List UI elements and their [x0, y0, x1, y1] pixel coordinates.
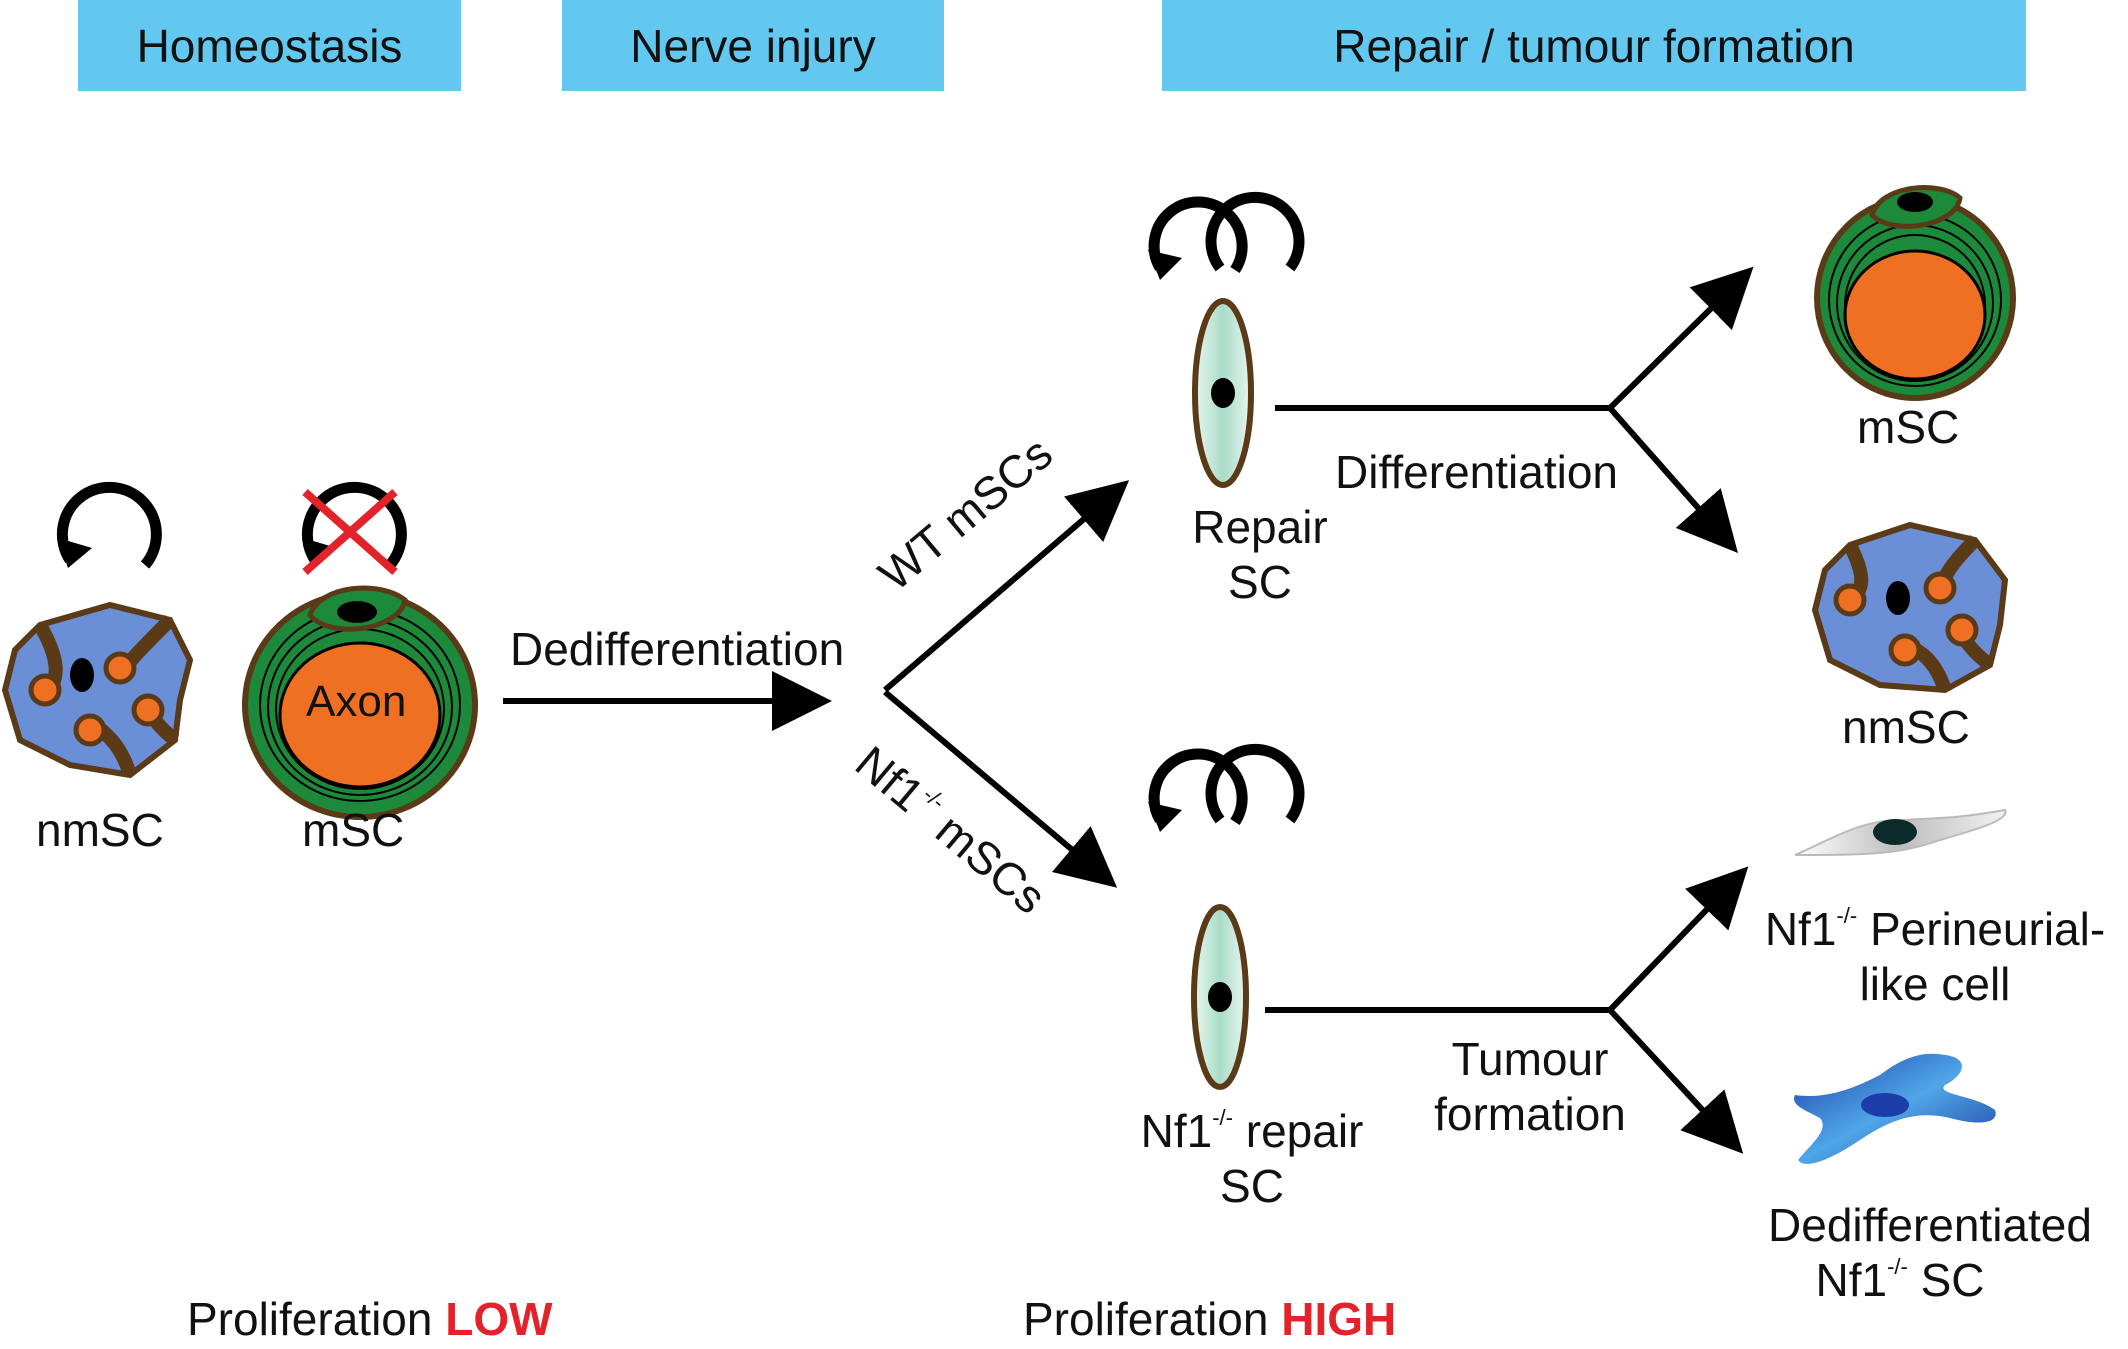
nf1-text: Nf1 — [1815, 1254, 1888, 1307]
cycle-icon-msc-blocked — [301, 481, 407, 575]
header-repair-label: Repair / tumour formation — [1333, 19, 1855, 72]
nf1-superscript: -/- — [1836, 903, 1858, 928]
to-msc-arrow — [1607, 266, 1754, 411]
label-nmsc-left: nmSC — [36, 804, 164, 856]
to-perineurial-arrow — [1607, 866, 1749, 1013]
label-nf1-repair-sc-line2: SC — [1220, 1160, 1284, 1213]
nf1-text: Nf1 — [1764, 903, 1837, 955]
label-perineurial-line2: like cell — [1859, 958, 2011, 1011]
label-tumour-line2: formation — [1434, 1088, 1626, 1141]
proliferation-text: Proliferation — [1023, 1293, 1269, 1345]
header-homeostasis: Homeostasis — [78, 0, 461, 91]
dedifferentiated-nf1-sc-cell — [1794, 1053, 1996, 1164]
label-tumour-line1: Tumour — [1451, 1033, 1609, 1085]
dediff-sc-text: SC — [1907, 1254, 1985, 1307]
proliferation-high-value: HIGH — [1281, 1293, 1397, 1345]
nf1-superscript: -/- — [1212, 1105, 1233, 1130]
repair-sc-cell — [1192, 298, 1254, 488]
nf1-branch-arrow — [883, 689, 1118, 888]
perineurial-text: Perineurial- — [1857, 903, 2106, 955]
header-nerve-injury-label: Nerve injury — [630, 19, 876, 72]
label-repair-sc-line1: Repair — [1192, 501, 1328, 553]
nf1-repair-text: repair — [1232, 1105, 1364, 1157]
nf1-repair-sc-cell — [1191, 904, 1249, 1090]
cycle-icon-repair — [1148, 191, 1305, 280]
label-dedifferentiation: Dedifferentiation — [510, 623, 845, 675]
nf1-superscript: -/- — [1887, 1254, 1908, 1280]
nf1-text: Nf1 — [1140, 1105, 1213, 1157]
header-nerve-injury: Nerve injury — [562, 0, 944, 91]
label-repair-sc: Repair SC — [1180, 500, 1340, 610]
label-nf1-repair-sc: Nf1-/- repair SC — [1122, 1104, 1382, 1214]
label-nmsc-right: nmSC — [1842, 701, 1970, 753]
msc-cell-right — [1814, 185, 2016, 401]
label-differentiation: Differentiation — [1335, 446, 1618, 498]
label-dedifferentiated-sc: Dedifferentiated Nf1-/- SC — [1745, 1198, 2115, 1308]
proliferation-text: Proliferation — [187, 1293, 433, 1345]
label-axon: Axon — [306, 677, 407, 726]
label-msc-right: mSC — [1857, 401, 1960, 453]
to-nmsc-arrow — [1607, 406, 1738, 553]
nmsc-cell-right — [1811, 521, 2009, 694]
label-msc-left: mSC — [302, 804, 405, 856]
header-repair: Repair / tumour formation — [1162, 0, 2026, 91]
proliferation-high-label: Proliferation HIGH — [1023, 1292, 1396, 1347]
label-dediff-line1: Dedifferentiated — [1768, 1199, 2092, 1251]
proliferation-low-value: LOW — [445, 1293, 553, 1345]
label-perineurial-cell: Nf1-/- Perineurial- like cell — [1750, 902, 2120, 1012]
to-dediff-arrow — [1607, 1007, 1744, 1154]
label-repair-sc-line2: SC — [1228, 556, 1292, 609]
msc-cell-left — [242, 585, 478, 820]
cycle-icon-nf1-repair — [1148, 743, 1305, 832]
header-homeostasis-label: Homeostasis — [136, 19, 403, 72]
nmsc-cell-left — [1, 601, 194, 779]
cycle-icon-nmsc — [56, 481, 162, 569]
wt-branch-arrow — [883, 480, 1130, 693]
perineurial-like-cell — [1794, 808, 2007, 856]
label-tumour-formation: Tumour formation — [1410, 1032, 1650, 1142]
proliferation-low-label: Proliferation LOW — [187, 1292, 553, 1347]
